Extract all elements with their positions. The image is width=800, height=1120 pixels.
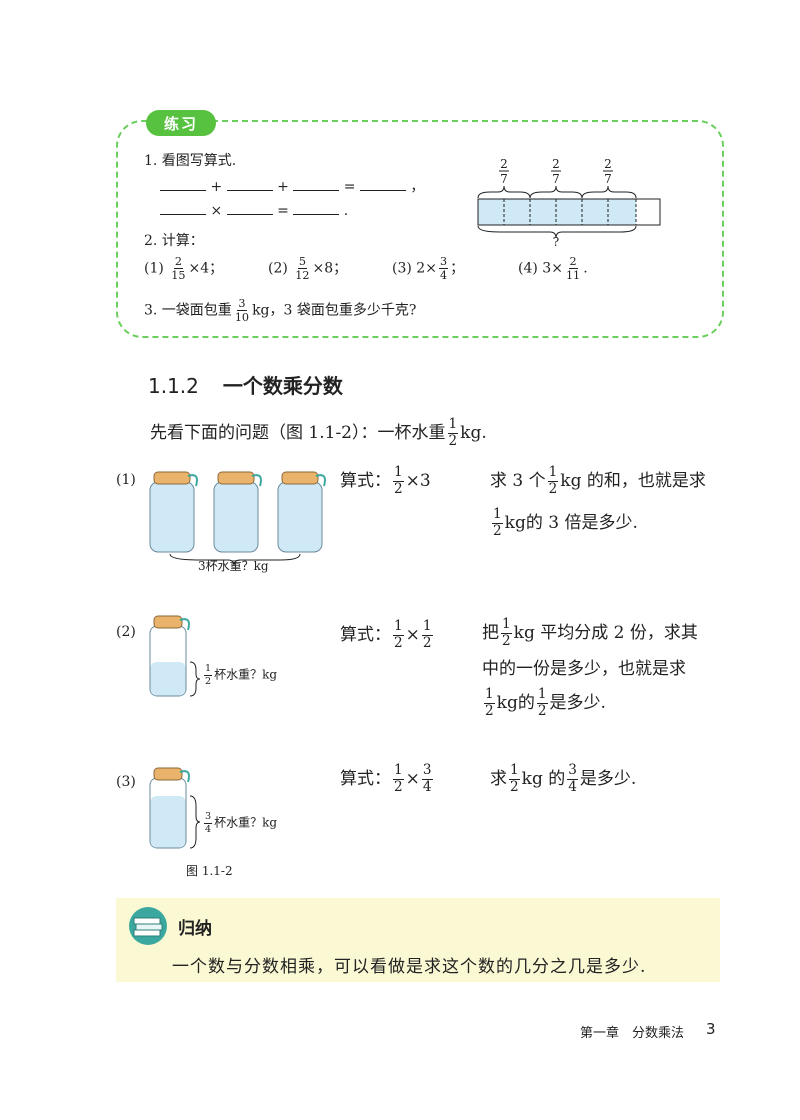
page-number: 3	[706, 1020, 716, 1038]
bracket	[169, 553, 301, 567]
three-cups-illustration	[149, 471, 326, 567]
bracket	[189, 795, 200, 849]
answer-blank[interactable]	[293, 202, 340, 215]
answer-blank[interactable]	[226, 202, 273, 215]
question-1: 1. 看图写算式.	[144, 153, 237, 169]
water-level	[150, 662, 186, 696]
answer-blank[interactable]	[293, 178, 340, 191]
q1-blank-row-2: × = .	[160, 202, 348, 219]
bottom-brace	[477, 225, 637, 239]
answer-blank[interactable]	[160, 202, 206, 215]
footer-chapter: 第一章 分数乘法	[580, 1026, 685, 1041]
three-quarter-cup-illustration	[149, 767, 200, 849]
q1-blank-row-1: + + = ，	[160, 176, 424, 196]
diagram-fraction-num: 2	[552, 157, 560, 171]
section-heading: 1.1.2 一个数乘分数	[148, 370, 343, 399]
exercise-badge: 练习	[146, 110, 216, 136]
diagram-fraction-den: 7	[552, 172, 560, 186]
cup-icon	[149, 471, 198, 553]
summary-title: 归纳	[178, 919, 212, 939]
problem-1-caption: 3杯水重？kg	[198, 559, 269, 573]
figure-caption: 图 1.1-2	[186, 864, 233, 878]
top-brace	[581, 185, 637, 199]
diagram-fraction-den: 7	[500, 172, 508, 186]
problem-1-label: (1)	[116, 472, 136, 488]
summary-box	[116, 898, 720, 982]
summary-text: 一个数与分数相乘，可以看做是求这个数的几分之几是多少.	[172, 957, 647, 977]
exercise-box	[116, 120, 724, 338]
book-stack-icon	[129, 907, 167, 945]
water-level	[150, 796, 186, 848]
problem-2-text-2: 中的一份是多少，也就是求	[482, 659, 686, 679]
problem-3-label: (3)	[116, 774, 136, 790]
cup-icon	[213, 471, 262, 553]
answer-blank[interactable]	[359, 178, 406, 191]
diagram-fraction-num: 2	[500, 157, 508, 171]
half-cup-illustration	[149, 615, 200, 697]
section-title: 一个数乘分数	[222, 374, 343, 398]
top-brace	[477, 185, 531, 199]
diagram-question-mark: ?	[553, 235, 559, 248]
diagram-fraction-den: 7	[604, 172, 612, 186]
shaded-part	[478, 199, 636, 225]
problem-2-label: (2)	[116, 624, 136, 640]
cup-icon	[277, 471, 326, 553]
bracket	[189, 661, 200, 697]
fraction-bar-diagram: 2 7 2 7 2 7 ?	[477, 157, 661, 248]
question-2: 2. 计算：	[144, 233, 204, 249]
answer-blank[interactable]	[226, 178, 273, 191]
whole-bar	[477, 198, 661, 226]
top-brace	[529, 185, 583, 199]
diagram-fraction-num: 2	[604, 157, 612, 171]
section-number: 1.1.2	[148, 374, 199, 398]
answer-blank[interactable]	[160, 178, 206, 191]
